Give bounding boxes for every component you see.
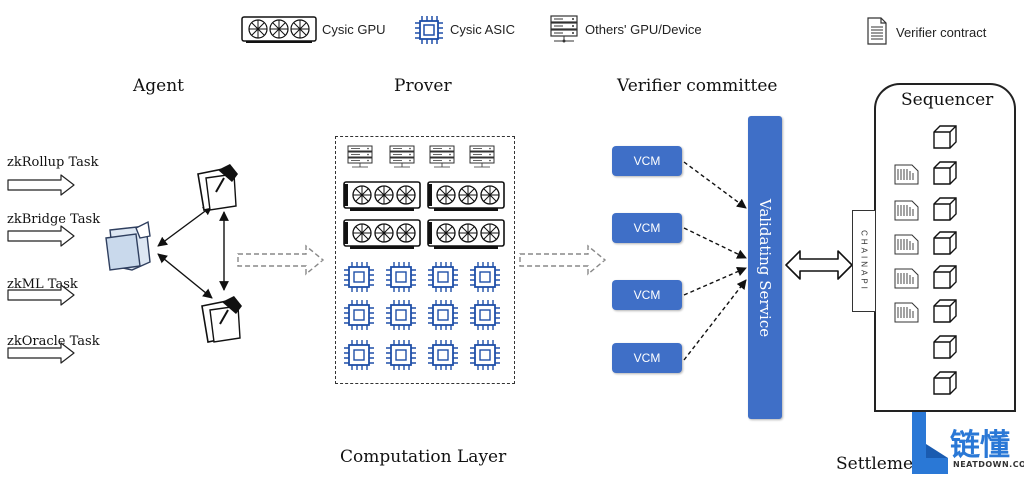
verifier-committee-heading: Verifier committee [617,76,778,96]
block-cube-icon [933,371,957,395]
legend-gpu-icon [241,16,317,43]
block-cube-icon [933,299,957,323]
legend-asic-icon [415,16,443,44]
block-cube-icon [933,125,957,149]
task-arrow-icon [7,174,75,196]
legend-other-label: Others' GPU/Device [585,22,702,37]
agent-heading: Agent [133,76,184,96]
settlement-label: Settleme [836,454,914,474]
agent-network [105,164,242,343]
chainapi-label: CHAINAPI [859,230,869,292]
dashed-arrow-agent-to-prover [237,244,325,276]
dashed-arrow-prover-to-verifier [519,244,607,276]
watermark-logo-icon [912,412,948,474]
agent-note-icon-left [105,220,151,271]
block-cube-icon [933,161,957,185]
vcm-node-4: VCM [612,343,682,373]
verifier-contract-icon [894,164,919,185]
verifier-contract-icon [894,200,919,221]
watermark-en: NEATDOWN.COM [953,460,1024,469]
verifier-contract-icon [894,302,919,323]
sequencer-heading: Sequencer [901,90,994,110]
legend-contract-label: Verifier contract [896,25,987,40]
task-input-arrows [7,174,75,364]
sequencer-blocks [894,125,957,395]
bidirectional-arrow [785,250,853,280]
task-label-zkrollup: zkRollup Task [7,155,99,170]
block-cube-icon [933,231,957,255]
task-arrow-icon [7,284,75,306]
task-label-zkbridge: zkBridge Task [7,212,101,227]
verifier-contract-icon [894,234,919,255]
legend-document-icon [867,17,887,45]
watermark-cn: 链懂 [950,428,1010,463]
vcm-node-2: VCM [612,213,682,243]
computation-layer-label: Computation Layer [340,447,507,467]
validating-service-label: Validating Service [756,198,774,337]
pinned-note-icon-bottom [201,296,242,343]
task-label-zkml: zkML Task [7,277,78,292]
legend-other-device-icon [550,15,578,43]
pinned-note-icon-top [197,164,238,211]
vcm-node-1: VCM [612,146,682,176]
verifier-contract-icon [894,268,919,289]
task-label-zkoracle: zkOracle Task [7,334,100,349]
legend-asic-label: Cysic ASIC [450,22,516,37]
block-cube-icon [933,265,957,289]
prover-heading: Prover [394,76,452,96]
block-cube-icon [933,197,957,221]
chainapi-block: CHAINAPI [852,210,876,312]
legend-gpu-label: Cysic GPU [322,22,386,37]
vcm-connections [683,161,747,361]
block-cube-icon [933,335,957,359]
prover-devices [343,145,505,371]
task-arrow-icon [7,342,75,364]
task-arrow-icon [7,225,75,247]
vcm-node-3: VCM [612,280,682,310]
prover-device-pool [335,136,515,384]
validating-service-bar: Validating Service [748,116,782,419]
